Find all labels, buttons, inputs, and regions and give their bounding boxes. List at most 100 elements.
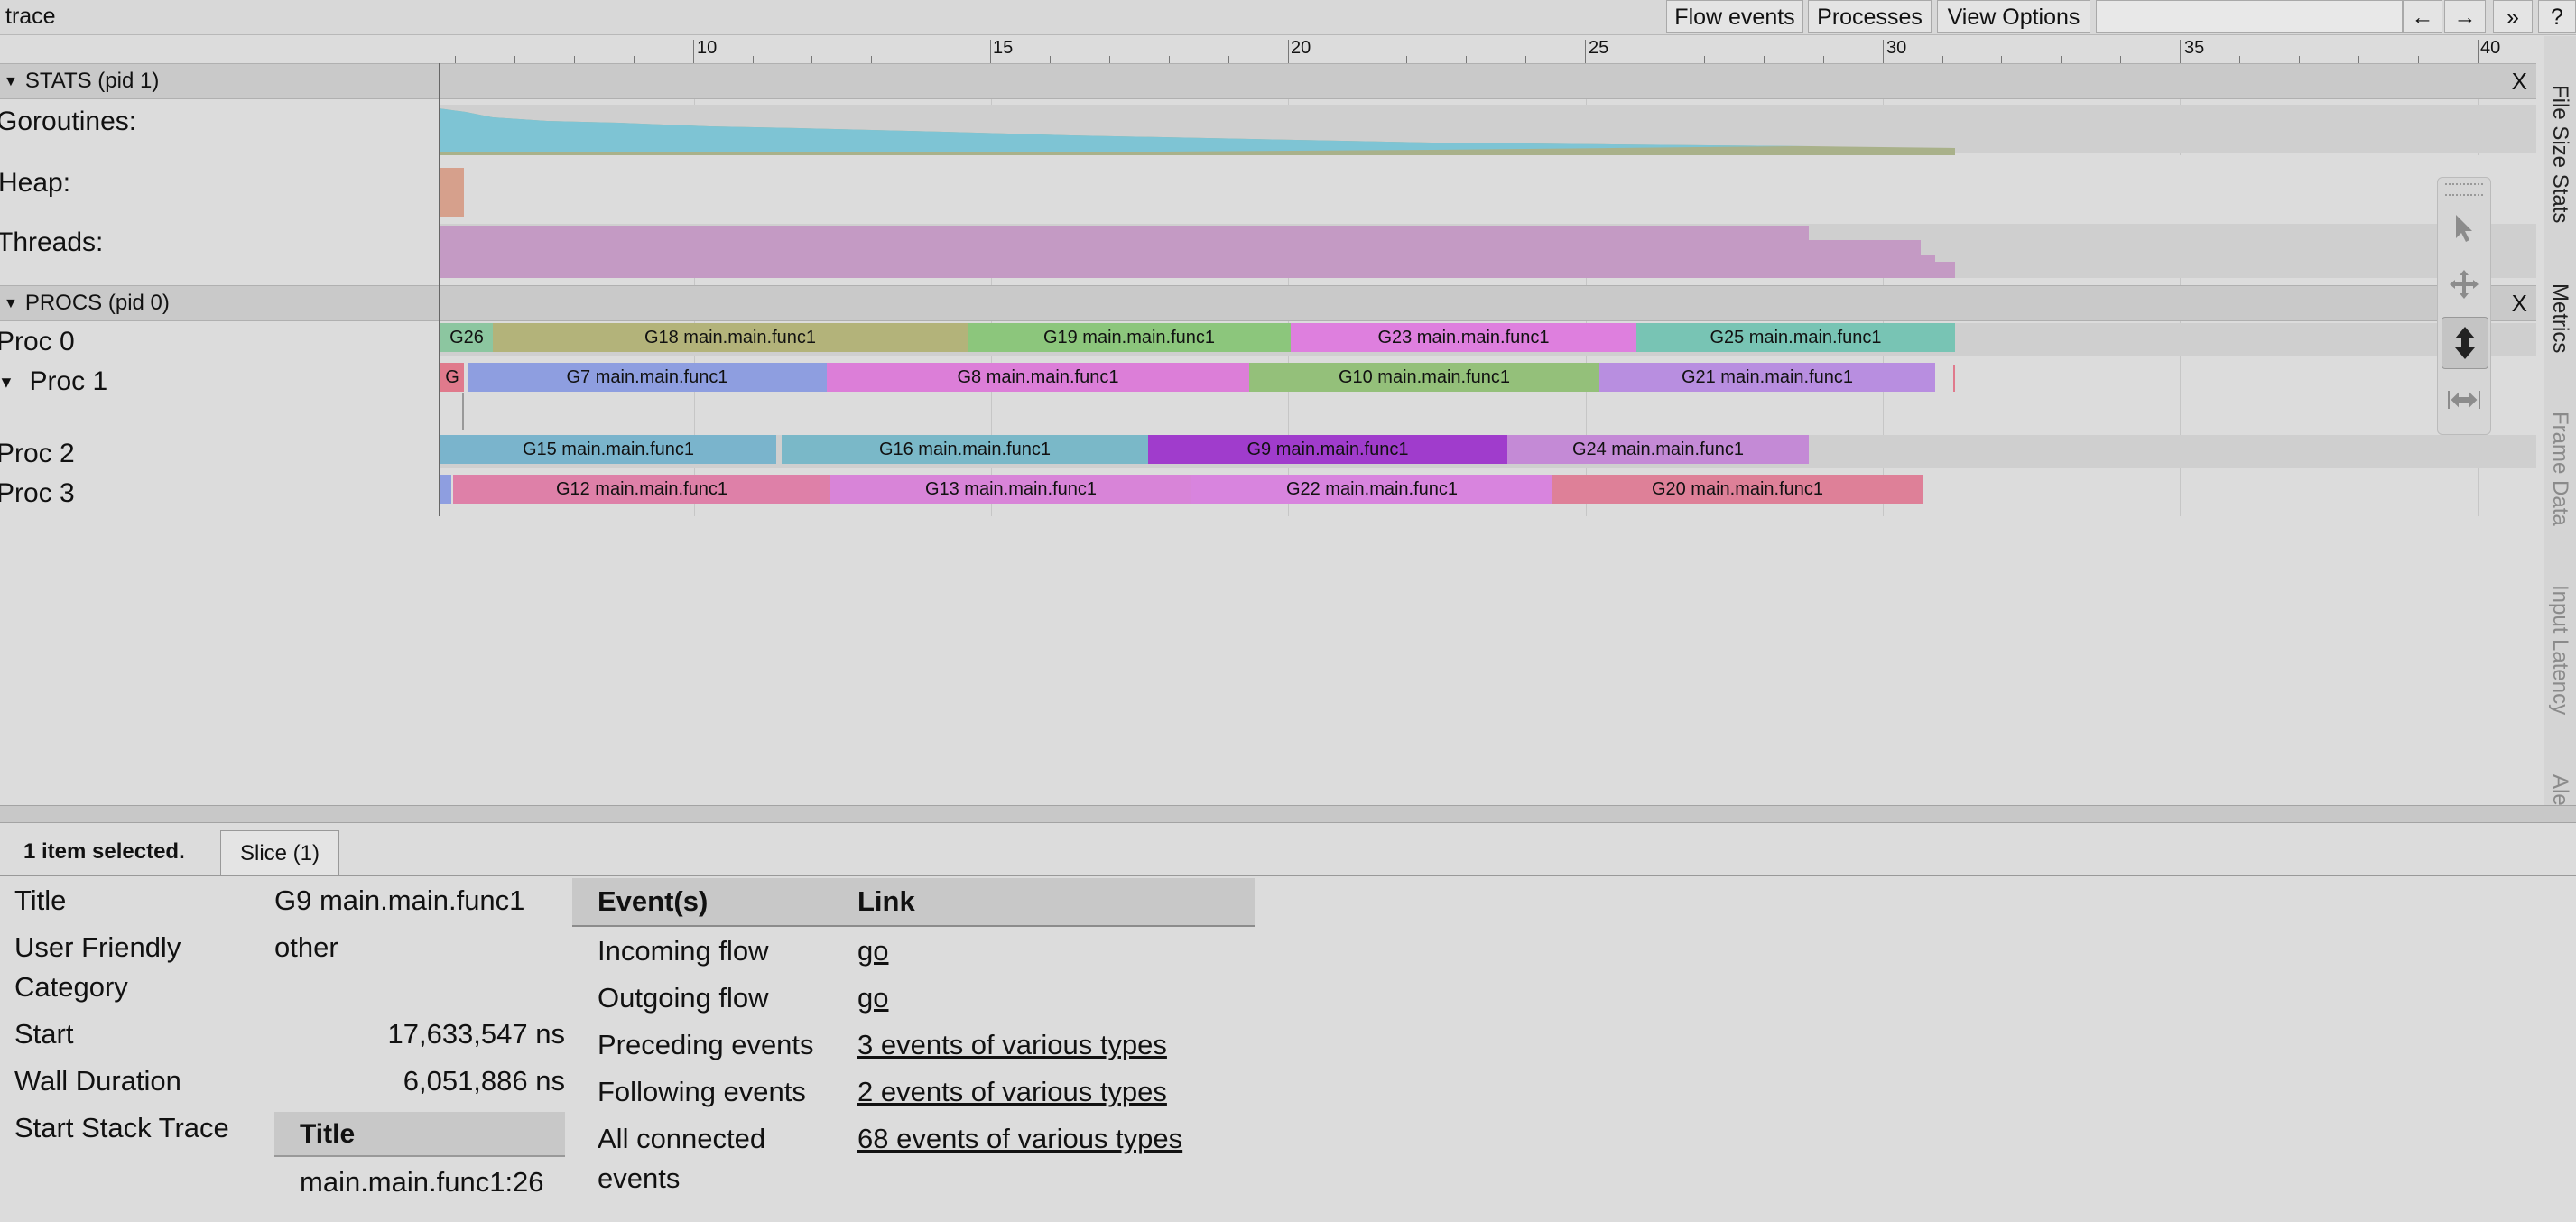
ruler-tick (574, 56, 575, 63)
side-tab-metrics[interactable]: Metrics (2548, 283, 2572, 354)
close-stats-button[interactable]: X (2511, 68, 2527, 95)
events-table-header: Event(s) Link (572, 878, 1255, 927)
ruler-tick (2239, 56, 2240, 63)
procs-group-header[interactable]: ▼PROCS (pid 0) X (0, 285, 2536, 321)
ruler-tick (1585, 40, 1586, 63)
link-all-connected-events[interactable]: 68 events of various types (857, 1123, 1183, 1154)
slice-g26[interactable]: G26 (440, 323, 493, 352)
selection-mode-icon[interactable] (2442, 203, 2487, 254)
slice-g8[interactable]: G8 main.main.func1 (827, 363, 1249, 392)
event-following: Following events (598, 1076, 806, 1107)
zoom-mode-icon[interactable] (2442, 317, 2488, 369)
tab-slice[interactable]: Slice (1) (220, 830, 339, 875)
ruler-tick (2478, 40, 2479, 63)
panel-splitter[interactable] (0, 805, 2576, 823)
view-options-button[interactable]: View Options (1937, 0, 2090, 33)
prop-duration-label: Wall Duration (14, 1065, 181, 1097)
ruler-tick (871, 56, 872, 63)
top-toolbar: trace Flow events Processes View Options… (0, 0, 2576, 35)
help-button[interactable]: ? (2538, 0, 2576, 33)
heap-track[interactable] (439, 155, 2536, 226)
proc3-track-label: Proc 3 (0, 478, 75, 508)
ruler-tick (1823, 56, 1824, 63)
slice-g7[interactable]: G7 main.main.func1 (468, 363, 827, 392)
prop-stack-label: Start Stack Trace (14, 1112, 229, 1143)
prop-duration-value: 6,051,886 ns (403, 1065, 565, 1097)
prop-category-value: other (274, 931, 338, 963)
expand-caret-icon[interactable]: ▼ (0, 373, 14, 392)
ruler-tick (2418, 56, 2419, 63)
slice-g20[interactable]: G20 main.main.func1 (1552, 475, 1923, 504)
slice-g15[interactable]: G15 main.main.func1 (440, 435, 776, 464)
slice-g18[interactable]: G18 main.main.func1 (493, 323, 968, 352)
close-procs-button[interactable]: X (2511, 290, 2527, 317)
proc1-track-label[interactable]: ▼ Proc 1 (0, 366, 108, 396)
slice-g21[interactable]: G21 main.main.func1 (1599, 363, 1935, 392)
ruler-tick (455, 56, 456, 63)
ruler-tick (811, 56, 812, 63)
drag-handle-icon[interactable] (2445, 183, 2483, 196)
ruler-tick (990, 40, 991, 63)
flow-arrow-line (462, 393, 464, 430)
slice-g25[interactable]: G25 main.main.func1 (1636, 323, 1955, 352)
threads-counter-chart[interactable] (439, 226, 1973, 278)
ruler-tick (2001, 56, 2002, 63)
ruler-tick (693, 40, 694, 63)
mouse-mode-toolbar[interactable] (2437, 177, 2491, 435)
slice-g19[interactable]: G19 main.main.func1 (968, 323, 1291, 352)
slice-g23[interactable]: G23 main.main.func1 (1291, 323, 1636, 352)
pan-mode-icon[interactable] (2442, 259, 2487, 310)
side-tab-input-latency[interactable]: Input Latency (2548, 585, 2572, 716)
side-tab-alerts[interactable]: Ale (2548, 774, 2572, 806)
ruler-tick (1050, 56, 1051, 63)
event-preceding: Preceding events (598, 1029, 814, 1060)
stats-group-header[interactable]: ▼STATS (pid 1) X (0, 63, 2536, 99)
slice-marker[interactable] (1953, 365, 1955, 392)
ruler-tick (1406, 56, 1407, 63)
slice-g10[interactable]: G10 main.main.func1 (1249, 363, 1599, 392)
slice-g22[interactable]: G22 main.main.func1 (1191, 475, 1552, 504)
ruler-tick (2180, 40, 2181, 63)
nav-left-button[interactable]: ← (2403, 0, 2442, 33)
heap-area[interactable] (439, 168, 464, 217)
link-incoming-flow[interactable]: go (857, 935, 889, 967)
ruler-tick (1288, 40, 1289, 63)
side-panel (2544, 36, 2576, 805)
link-preceding-events[interactable]: 3 events of various types (857, 1029, 1167, 1060)
slice-g12[interactable]: G12 main.main.func1 (453, 475, 830, 504)
goroutines-track-label: Goroutines: (0, 106, 137, 136)
ruler-tick (2120, 56, 2121, 63)
slice-g-small[interactable]: G (440, 363, 464, 392)
slice-g9-selected[interactable]: G9 main.main.func1 (1148, 435, 1507, 464)
timing-mode-icon[interactable] (2442, 375, 2487, 425)
link-outgoing-flow[interactable]: go (857, 982, 889, 1014)
search-field[interactable] (2096, 0, 2403, 33)
side-tab-file-size-stats[interactable]: File Size Stats (2548, 85, 2572, 224)
ruler-tick (1525, 56, 1526, 63)
ruler-tick (514, 56, 515, 63)
nav-right-button[interactable]: → (2444, 0, 2486, 33)
expand-more-button[interactable]: » (2493, 0, 2533, 33)
collapse-caret-icon[interactable]: ▼ (4, 73, 18, 89)
goroutines-counter-chart[interactable] (439, 105, 1973, 155)
selection-count: 1 item selected. (23, 839, 185, 864)
slice-g16[interactable]: G16 main.main.func1 (782, 435, 1148, 464)
ruler-tick (753, 56, 754, 63)
slice-g13[interactable]: G13 main.main.func1 (830, 475, 1191, 504)
ruler-tick (1883, 40, 1884, 63)
slice-g24[interactable]: G24 main.main.func1 (1507, 435, 1809, 464)
stack-frame: main.main.func1:26 (300, 1166, 544, 1198)
ruler-tick (1704, 56, 1705, 63)
proc0-track-label: Proc 0 (0, 327, 75, 356)
flow-events-button[interactable]: Flow events (1666, 0, 1803, 33)
side-tab-frame-data[interactable]: Frame Data (2548, 412, 2572, 526)
event-all-connected: All connected (598, 1123, 766, 1154)
threads-area (439, 226, 1955, 278)
event-outgoing-flow: Outgoing flow (598, 982, 769, 1014)
processes-button[interactable]: Processes (1808, 0, 1932, 33)
slice-tiny[interactable] (440, 475, 451, 504)
link-following-events[interactable]: 2 events of various types (857, 1076, 1167, 1107)
collapse-caret-icon[interactable]: ▼ (4, 295, 18, 311)
ruler-tick (2299, 56, 2300, 63)
heap-track-label: Heap: (0, 168, 71, 198)
